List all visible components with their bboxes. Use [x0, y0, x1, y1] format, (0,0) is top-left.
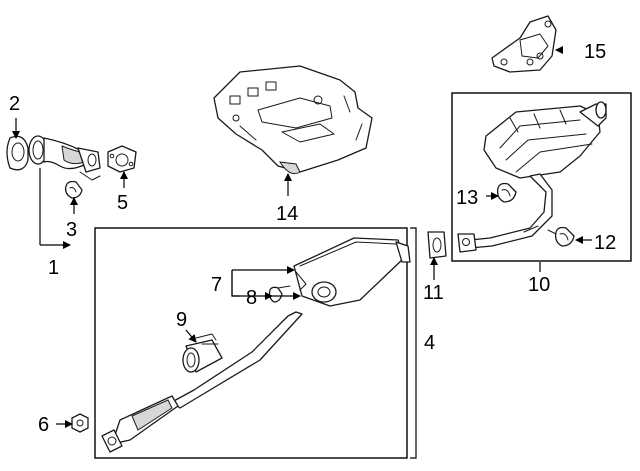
callout-1: 1: [48, 257, 59, 279]
leader-lines: [12, 46, 592, 459]
front-pipe-part-1[interactable]: [28, 135, 101, 181]
callout-8: 8: [246, 287, 257, 309]
callout-11: 11: [423, 282, 444, 304]
callout-13: 13: [456, 187, 478, 209]
center-pipe-part-4[interactable]: [101, 237, 411, 453]
rear-muffler-part-10[interactable]: [457, 101, 607, 253]
callout-14: 14: [276, 203, 298, 225]
callout-12: 12: [594, 232, 616, 254]
nut-part-6[interactable]: [71, 413, 89, 433]
rear-muffler-group-frame: [451, 92, 632, 262]
callout-10: 10: [528, 274, 550, 296]
sleeve-clamp-part-9[interactable]: [182, 333, 223, 373]
gasket-part-2[interactable]: [6, 135, 29, 171]
callout-4: 4: [424, 332, 435, 354]
callout-2: 2: [9, 93, 20, 115]
hanger-part-13[interactable]: [496, 182, 517, 203]
clamp-part-8[interactable]: [268, 285, 291, 303]
callout-3: 3: [66, 219, 77, 241]
callout-6: 6: [38, 414, 49, 436]
callout-7: 7: [211, 274, 222, 296]
bracket-part-15[interactable]: [491, 15, 557, 73]
callout-9: 9: [176, 309, 187, 331]
heat-shield-part-14[interactable]: [213, 65, 373, 175]
hanger-part-3[interactable]: [64, 180, 83, 199]
hanger-part-12[interactable]: [554, 226, 575, 247]
gasket-part-5[interactable]: [107, 145, 137, 173]
center-pipe-group-frame: [94, 227, 408, 459]
gasket-part-11[interactable]: [427, 231, 447, 259]
callout-15: 15: [584, 41, 606, 63]
callout-5: 5: [117, 192, 128, 214]
